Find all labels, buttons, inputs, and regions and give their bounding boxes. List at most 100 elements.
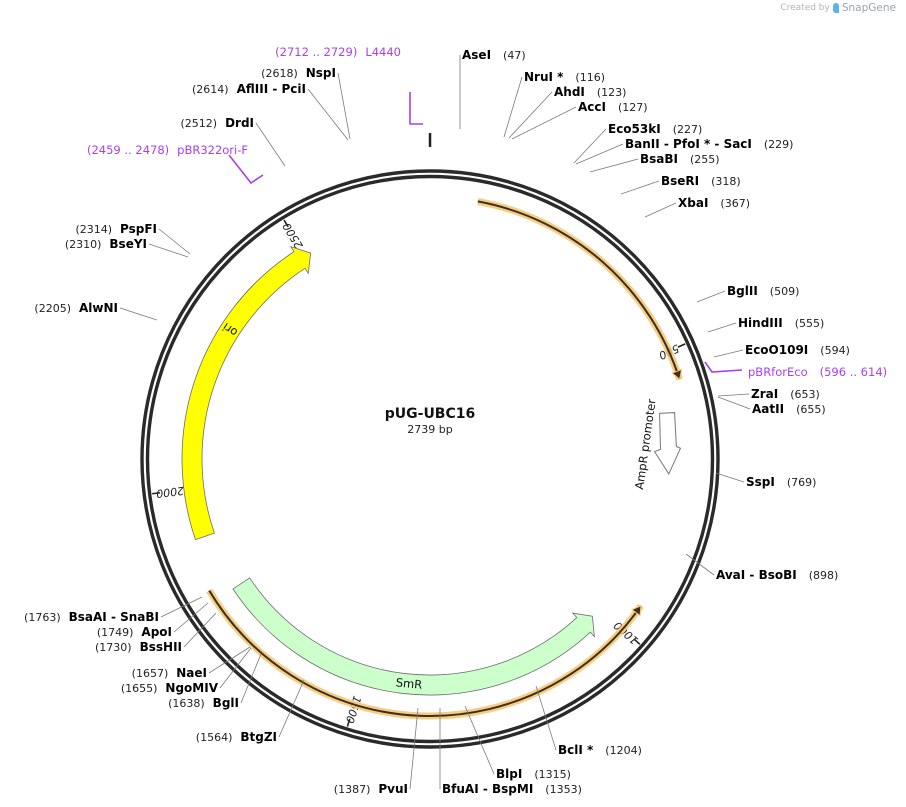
site-label: SspI(769) xyxy=(746,475,816,489)
site-bsaai[interactable]: (1763)BsaAI - SnaBI xyxy=(24,596,203,624)
primer-range: (2459 .. 2478) xyxy=(87,143,169,157)
site-label: BanII - PfoI * - SacI(229) xyxy=(625,137,793,151)
primer-pbrforeco[interactable]: pBRforEco(596 .. 614) xyxy=(704,361,887,379)
site-name: ZraI xyxy=(751,387,778,401)
site-leader-line xyxy=(307,88,349,141)
site-name: AlwNI xyxy=(79,301,118,315)
site-banii[interactable]: BanII - PfoI * - SacI(229) xyxy=(575,137,793,165)
feature-ampr-promoter[interactable]: AmpR promoter xyxy=(632,398,682,491)
primer-range: (2712 .. 2729) xyxy=(275,45,357,59)
site-position: (594) xyxy=(820,344,850,357)
site-name: BsaBI xyxy=(640,152,678,166)
site-label: EcoO109I(594) xyxy=(745,343,850,357)
site-eco53ki[interactable]: Eco53kI(227) xyxy=(573,122,702,164)
site-name: BglII xyxy=(727,284,758,298)
site-name: AvaI - BsoBI xyxy=(716,568,797,582)
feature-label: SmR xyxy=(395,675,423,691)
site-apoi[interactable]: (1749)ApoI xyxy=(97,602,209,639)
ampr-promoter-label: AmpR promoter xyxy=(632,398,659,491)
site-position: (1655) xyxy=(121,682,158,695)
site-bseri[interactable]: BseRI(318) xyxy=(620,174,741,195)
site-name: BlpI xyxy=(496,767,522,781)
primer-binding-mark-icon xyxy=(228,154,264,185)
tick-1000 xyxy=(633,638,641,645)
site-name: BclI * xyxy=(558,743,594,757)
site-position: (123) xyxy=(597,86,627,99)
site-name: XbaI xyxy=(678,196,708,210)
site-bsshii[interactable]: (1730)BssHII xyxy=(95,612,217,654)
site-leader-line xyxy=(620,180,660,195)
site-position: (1730) xyxy=(95,641,132,654)
tick-2500 xyxy=(283,219,289,228)
site-drdi[interactable]: (2512)DrdI xyxy=(180,116,286,167)
site-leader-line xyxy=(409,707,419,790)
feature-smr[interactable]: SmR xyxy=(232,577,595,696)
site-leader-line xyxy=(337,72,351,140)
site-label: BsaBI (255) xyxy=(640,152,720,166)
site-name: AhdI xyxy=(554,85,585,99)
site-hindiii[interactable]: HindIII(555) xyxy=(707,316,824,333)
site-leader-line xyxy=(148,243,189,258)
site-bseyi[interactable]: (2310)BseYI xyxy=(65,237,189,258)
site-nspi[interactable]: (2618)NspI xyxy=(261,66,351,140)
site-pvui[interactable]: (1387)PvuI xyxy=(334,707,419,796)
backbone-outer-strand xyxy=(140,169,720,749)
site-alwni[interactable]: (2205) AlwNI xyxy=(34,301,158,321)
site-label: AccI(127) xyxy=(578,100,648,114)
site-bcli[interactable]: BclI *(1204) xyxy=(535,685,642,757)
site-pspfi[interactable]: (2314)PspFI xyxy=(75,222,191,255)
primer-label: pBRforEco(596 .. 614) xyxy=(748,365,887,379)
site-bfuai[interactable]: BfuAI - BspMI(1353) xyxy=(439,708,582,796)
primers: (2712 .. 2729)L4440 (2459 .. 2478)pBR322o… xyxy=(87,45,887,379)
site-label: NruI *(116) xyxy=(524,70,605,84)
site-name: NgoMIV xyxy=(165,681,218,695)
site-zrai[interactable]: ZraI (653) xyxy=(717,387,820,401)
site-afliii[interactable]: (2614)AflIII - PciI xyxy=(192,82,349,141)
site-btgzi[interactable]: (1564)BtgZI xyxy=(196,679,305,744)
site-aatii[interactable]: AatII(655) xyxy=(717,396,826,416)
site-position: (2310) xyxy=(65,238,102,251)
site-name: BanII - PfoI * - SacI xyxy=(625,137,752,151)
site-bglii[interactable]: BglII(509) xyxy=(696,284,799,303)
orange-arc-halo xyxy=(477,197,683,381)
site-ngomiv[interactable]: (1655) NgoMIV xyxy=(121,647,252,695)
site-label: (1749)ApoI xyxy=(97,625,172,639)
site-label: (1657)NaeI xyxy=(132,666,207,680)
site-acci[interactable]: AccI(127) xyxy=(511,100,648,140)
site-position: (769) xyxy=(787,476,817,489)
site-position: (2205) xyxy=(34,302,71,315)
site-position: (653) xyxy=(790,388,820,401)
restriction-sites: AseI(47)NruI *(116)AhdI (123)AccI(127) Eco… xyxy=(24,48,850,796)
site-label: BfuAI - BspMI(1353) xyxy=(442,782,582,796)
site-position: (255) xyxy=(690,153,720,166)
feature-ori[interactable]: ori xyxy=(181,245,312,541)
site-label: (2314)PspFI xyxy=(75,222,157,236)
primer-l4440[interactable]: (2712 .. 2729)L4440 xyxy=(275,45,423,125)
site-bsabi[interactable]: BsaBI (255) xyxy=(589,152,720,173)
site-ecoo109i[interactable]: EcoO109I(594) xyxy=(713,343,850,358)
primer-binding-mark-icon xyxy=(704,361,743,373)
orange-arcs xyxy=(206,197,683,720)
site-position: (2314) xyxy=(75,223,112,236)
site-label: (1638)BglI xyxy=(168,696,239,710)
site-leader-line xyxy=(589,158,639,173)
site-avai[interactable]: AvaI - BsoBI (898) xyxy=(685,553,839,582)
site-label: XbaI(367) xyxy=(678,196,750,210)
site-asei[interactable]: AseI(47) xyxy=(459,48,526,129)
primer-pbr322ori-f[interactable]: (2459 .. 2478)pBR322ori-F xyxy=(87,143,264,185)
site-leader-line xyxy=(160,596,203,618)
site-position: (898) xyxy=(809,569,839,582)
site-sspi[interactable]: SspI(769) xyxy=(715,472,816,489)
site-naei[interactable]: (1657)NaeI xyxy=(132,646,251,680)
site-label: (2614)AflIII - PciI xyxy=(192,82,306,96)
site-name: AatII xyxy=(752,402,784,416)
site-blpi[interactable]: BlpI(1315) xyxy=(464,705,571,781)
site-bgli[interactable]: (1638)BglI xyxy=(168,653,262,710)
site-xbai[interactable]: XbaI(367) xyxy=(644,196,750,218)
site-name: BsaAI - SnaBI xyxy=(69,610,159,624)
site-ahdi[interactable]: AhdI (123) xyxy=(508,85,627,139)
site-name: Eco53kI xyxy=(608,122,661,136)
site-leader-line xyxy=(573,128,607,164)
primer-label: (2712 .. 2729)L4440 xyxy=(275,45,401,59)
site-nrui[interactable]: NruI *(116) xyxy=(503,70,605,138)
